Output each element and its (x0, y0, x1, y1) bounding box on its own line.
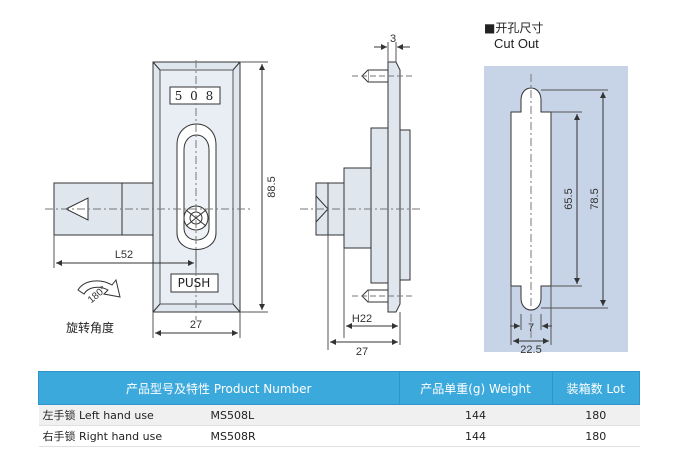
push-label: PUSH (178, 276, 211, 290)
side-view (300, 42, 420, 350)
cutout-title-cn: ■开孔尺寸 (484, 21, 543, 35)
side-plate (387, 61, 401, 313)
cutout-background (484, 66, 628, 352)
dim-cutout-22-5: 22.5 (520, 344, 541, 356)
dim-thickness-3: 3 (390, 33, 396, 45)
dim-front-width-27: 27 (190, 319, 202, 331)
dim-l52: L52 (115, 249, 133, 261)
header-lot: 装箱数 Lot (551, 371, 641, 405)
cell-weight: 144 (399, 425, 553, 447)
table-row: 左手锁 Left hand use MS508L 144 180 (38, 404, 640, 426)
dim-cutout-65-5: 65.5 (563, 188, 575, 209)
cell-lot: 180 (552, 404, 640, 426)
cell-lot: 180 (552, 425, 640, 447)
dim-h22: H22 (352, 313, 372, 325)
spec-table: 产品型号及特性 Product Number 产品单重(g) Weight 装箱… (38, 371, 641, 447)
header-weight: 产品单重(g) Weight (398, 371, 553, 405)
cell-model: MS508R (206, 425, 400, 447)
push-button (170, 273, 219, 293)
cutout-view (484, 66, 628, 352)
dim-height-88-5: 88.5 (266, 176, 278, 197)
cell-type: 右手锁 Right hand use (38, 425, 207, 447)
header-product-number: 产品型号及特性 Product Number (38, 371, 400, 405)
dim-cutout-78-5: 78.5 (589, 188, 601, 209)
spec-table-header: 产品型号及特性 Product Number 产品单重(g) Weight 装箱… (38, 371, 641, 405)
rotation-caption: 旋转角度 (66, 320, 114, 335)
cell-type: 左手锁 Left hand use (38, 404, 207, 426)
dim-cutout-7: 7 (528, 322, 534, 334)
front-view (45, 60, 268, 338)
rotation-arrow (77, 278, 121, 298)
model-display-text: 5 0 8 (175, 89, 216, 103)
model-display-window (169, 86, 221, 105)
cutout-title-en: Cut Out (494, 36, 539, 51)
cell-weight: 144 (399, 404, 553, 426)
table-row: 右手锁 Right hand use MS508R 144 180 (38, 425, 640, 447)
dim-side-width-27: 27 (356, 346, 368, 358)
technical-drawing: 5 0 8 PUSH 180° 旋转角度 88.5 L52 27 (45, 21, 628, 358)
cell-model: MS508L (206, 404, 400, 426)
